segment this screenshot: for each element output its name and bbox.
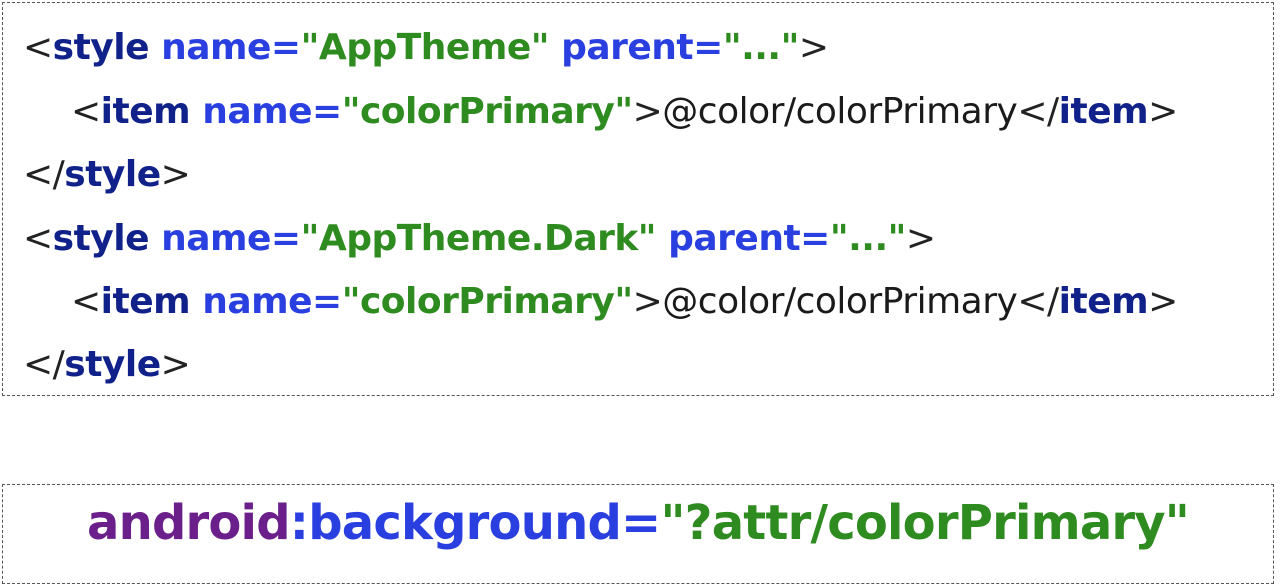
attribute-name: parent= <box>549 27 723 68</box>
tag-name: style <box>64 344 161 385</box>
tag-name: style <box>52 27 150 68</box>
code-line-style-close: </style> <box>23 144 191 206</box>
namespace-prefix: android <box>86 495 291 551</box>
close-bracket: > <box>632 281 663 322</box>
open-bracket: < <box>71 281 101 322</box>
tag-name: item <box>100 281 191 322</box>
close-bracket: > <box>1148 281 1178 322</box>
attribute-example-line: android:background="?attr/colorPrimary" <box>3 491 1273 555</box>
code-line-style-apptheme-open: <style name="AppTheme" parent="..."> <box>23 17 829 79</box>
attribute-name: name= <box>190 91 342 132</box>
element-text: @color/colorPrimary <box>662 281 1018 322</box>
end-tag-name: item <box>1058 91 1149 132</box>
end-open-bracket: </ <box>23 154 65 195</box>
element-text: @color/colorPrimary <box>662 91 1018 132</box>
attribute-value: "AppTheme" <box>300 27 550 68</box>
end-open-bracket: </ <box>23 344 65 385</box>
tag-name: style <box>52 218 150 259</box>
attribute-value: "..." <box>722 27 800 68</box>
close-bracket: > <box>160 344 191 385</box>
code-line-item-color-primary: <item name="colorPrimary">@color/colorPr… <box>71 271 1178 333</box>
open-bracket: < <box>71 91 101 132</box>
tag-name: item <box>100 91 191 132</box>
attribute-example-box: android:background="?attr/colorPrimary" <box>2 484 1274 584</box>
end-open-bracket: </ <box>1017 281 1059 322</box>
attribute-value: "..." <box>829 218 907 259</box>
attribute-name: background <box>308 495 622 551</box>
close-bracket: > <box>905 218 936 259</box>
attribute-name: name= <box>190 281 342 322</box>
end-tag-name: item <box>1058 281 1149 322</box>
end-open-bracket: </ <box>1017 91 1059 132</box>
attribute-name: name= <box>149 218 301 259</box>
equals-sign: = <box>621 495 661 551</box>
attribute-value: "colorPrimary" <box>341 91 633 132</box>
attribute-value: "colorPrimary" <box>341 281 633 322</box>
code-line-style-apptheme-dark-open: <style name="AppTheme.Dark" parent="..."… <box>23 208 936 270</box>
tag-name: style <box>64 154 161 195</box>
attribute-name: parent= <box>656 218 830 259</box>
namespace-separator: : <box>289 495 309 551</box>
code-line-style-close: </style> <box>23 334 191 396</box>
code-block: <style name="AppTheme" parent="..."> <it… <box>2 2 1274 396</box>
attribute-value: "AppTheme.Dark" <box>300 218 657 259</box>
close-bracket: > <box>160 154 191 195</box>
open-bracket: < <box>23 218 53 259</box>
close-bracket: > <box>632 91 663 132</box>
code-line-item-color-primary: <item name="colorPrimary">@color/colorPr… <box>71 81 1178 143</box>
close-bracket: > <box>798 27 829 68</box>
attribute-value: "?attr/colorPrimary" <box>660 495 1190 551</box>
attribute-name: name= <box>149 27 301 68</box>
close-bracket: > <box>1148 91 1178 132</box>
open-bracket: < <box>23 27 53 68</box>
